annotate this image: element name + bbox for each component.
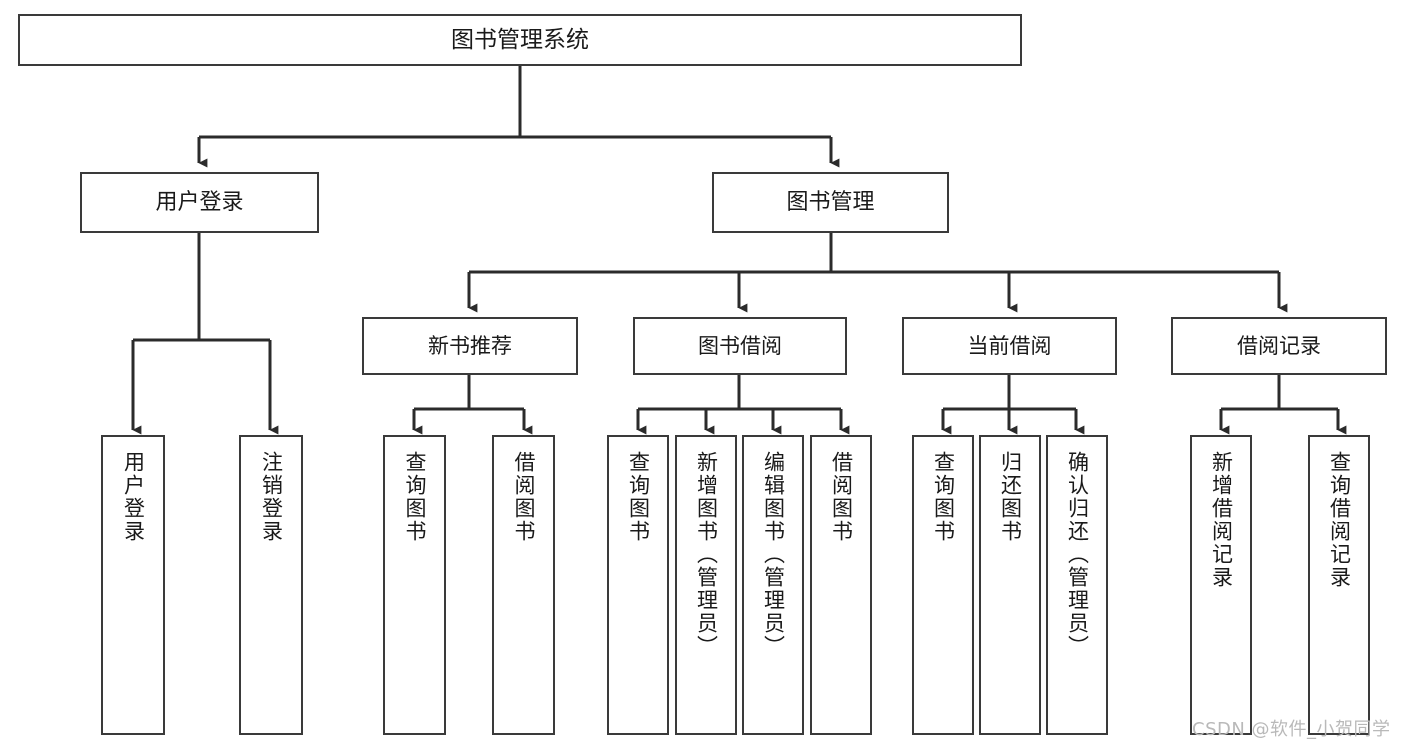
leaf-current-borrow-return-book[interactable]: 归还图书 xyxy=(979,435,1041,735)
node-label: 查询借阅记录 xyxy=(1327,451,1352,589)
node-current-borrow[interactable]: 当前借阅 xyxy=(902,317,1117,375)
leaf-new-book-borrow-book[interactable]: 借阅图书 xyxy=(492,435,555,735)
leaf-book-borrow-add-book-admin[interactable]: 新增图书（管理员） xyxy=(675,435,737,735)
node-label: 用户登录 xyxy=(121,451,146,543)
node-book-management[interactable]: 图书管理 xyxy=(712,172,949,233)
leaf-user-login-login[interactable]: 用户登录 xyxy=(101,435,165,735)
node-book-borrow[interactable]: 图书借阅 xyxy=(633,317,847,375)
node-label: 查询图书 xyxy=(403,451,427,543)
node-new-book-recommend[interactable]: 新书推荐 xyxy=(362,317,578,375)
node-label: 查询图书 xyxy=(626,451,651,543)
node-label: 借阅图书 xyxy=(512,451,536,543)
node-label: 用户登录 xyxy=(155,189,244,215)
leaf-new-book-query-book[interactable]: 查询图书 xyxy=(383,435,446,735)
node-borrow-record[interactable]: 借阅记录 xyxy=(1171,317,1387,375)
node-user-login[interactable]: 用户登录 xyxy=(80,172,319,233)
leaf-current-borrow-confirm-return-admin[interactable]: 确认归还（管理员） xyxy=(1046,435,1108,735)
node-label: 确认归还（管理员） xyxy=(1065,451,1090,658)
node-label: 借阅记录 xyxy=(1237,333,1321,358)
node-label: 借阅图书 xyxy=(829,451,854,543)
leaf-borrow-record-add-record[interactable]: 新增借阅记录 xyxy=(1190,435,1252,735)
leaf-book-borrow-query-book[interactable]: 查询图书 xyxy=(607,435,669,735)
node-label: 注销登录 xyxy=(259,451,284,543)
node-label: 图书管理系统 xyxy=(451,26,589,53)
node-label: 编辑图书（管理员） xyxy=(761,451,786,658)
node-label: 新书推荐 xyxy=(428,333,512,358)
node-label: 查询图书 xyxy=(931,451,956,543)
node-label: 新增图书（管理员） xyxy=(694,451,719,658)
node-label: 图书管理 xyxy=(786,189,875,215)
leaf-user-login-logout[interactable]: 注销登录 xyxy=(239,435,303,735)
node-label: 新增借阅记录 xyxy=(1209,451,1234,589)
leaf-borrow-record-query-record[interactable]: 查询借阅记录 xyxy=(1308,435,1370,735)
csdn-watermark: CSDN @软件_小贺同学 xyxy=(1192,719,1391,740)
leaf-book-borrow-borrow-book[interactable]: 借阅图书 xyxy=(810,435,872,735)
node-label: 归还图书 xyxy=(998,451,1023,543)
node-label: 图书借阅 xyxy=(698,333,782,358)
leaf-book-borrow-edit-book-admin[interactable]: 编辑图书（管理员） xyxy=(742,435,804,735)
node-root-book-management-system[interactable]: 图书管理系统 xyxy=(18,14,1022,66)
leaf-current-borrow-query-book[interactable]: 查询图书 xyxy=(912,435,974,735)
node-label: 当前借阅 xyxy=(967,333,1052,358)
